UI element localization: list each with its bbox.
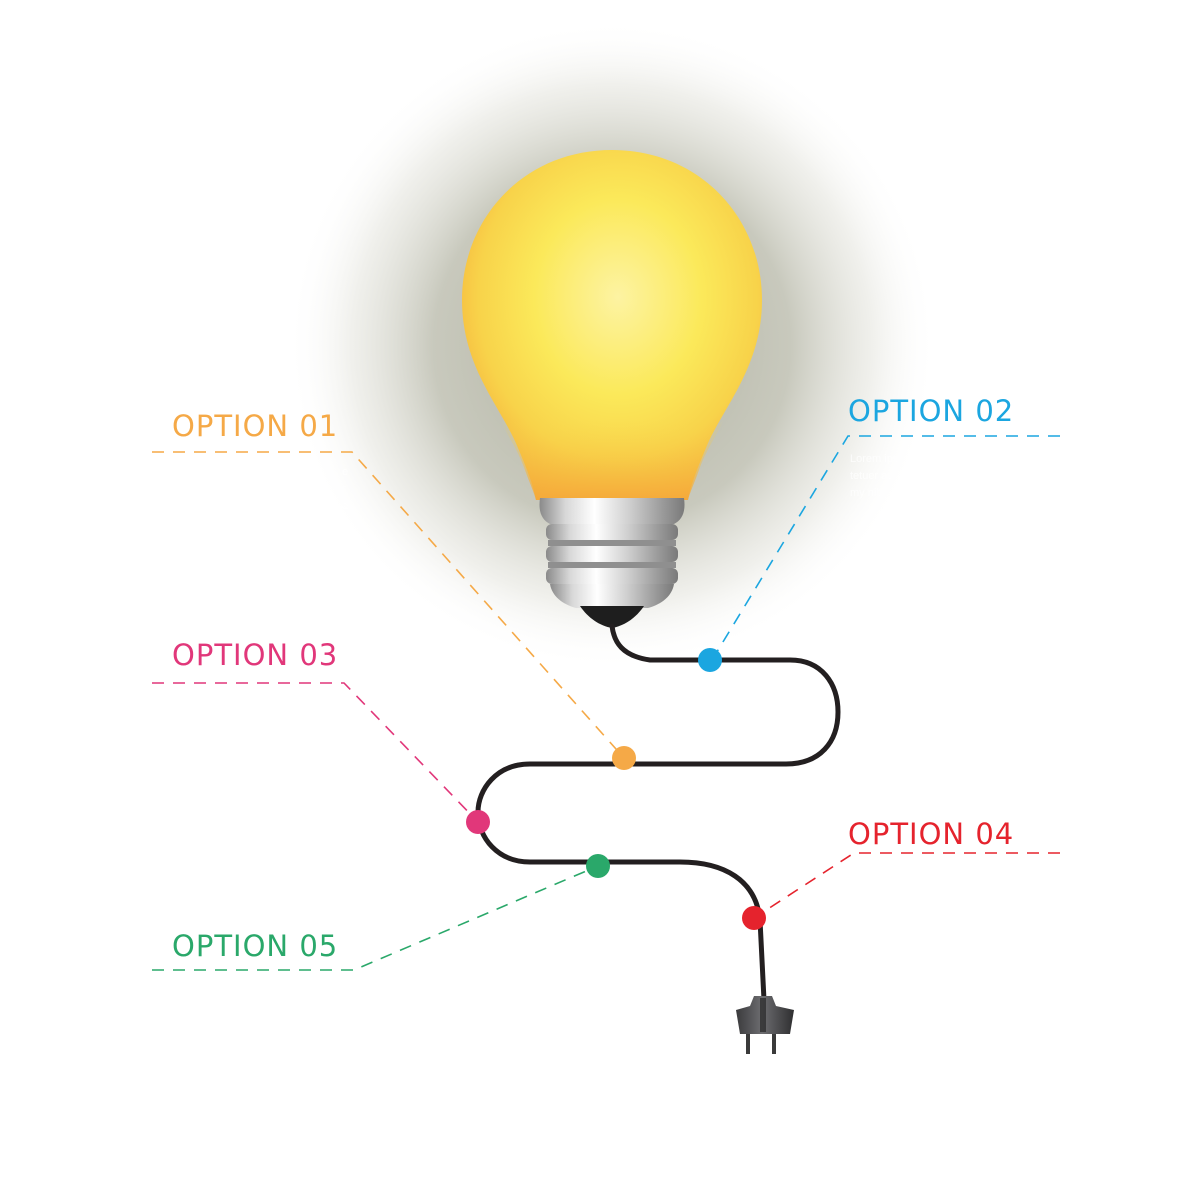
option-02-connector [711, 435, 1060, 661]
faint-line: r [342, 483, 346, 495]
option-05-label: OPTION 05 [172, 929, 338, 963]
power-plug [736, 996, 794, 1054]
option-03-label: OPTION 03 [172, 638, 338, 672]
option-01-connector [152, 451, 625, 759]
power-cord [475, 623, 841, 1003]
option-03-connector [152, 682, 479, 823]
bulb-screw-base [539, 498, 685, 628]
option-04-dot [742, 906, 766, 930]
faint-text-option-01: e r a [342, 466, 349, 512]
option-01-label: OPTION 01 [172, 409, 338, 443]
bulb-neck-shade [500, 420, 724, 500]
option-05-connector [152, 865, 599, 971]
faint-text-option-02: Lorem ips tetuer as my nib [850, 453, 899, 499]
option-04-label: OPTION 04 [848, 817, 1014, 851]
option-01-callout: OPTION 01 [152, 409, 636, 770]
faint-line: my nib [850, 487, 882, 499]
option-05-callout: OPTION 05 [152, 854, 610, 971]
option-01-dot [612, 746, 636, 770]
faint-line: tetuer as [850, 470, 893, 482]
option-02-label: OPTION 02 [848, 394, 1014, 428]
faint-line: Lorem ips [850, 453, 899, 465]
option-02-dot [698, 648, 722, 672]
option-02-callout: OPTION 02 [698, 394, 1060, 672]
option-05-dot [586, 854, 610, 878]
bulb-glass [462, 150, 762, 500]
option-04-callout: OPTION 04 [742, 817, 1060, 930]
faint-line: a [342, 500, 349, 512]
faint-line: e [342, 466, 348, 478]
option-03-callout: OPTION 03 [152, 638, 490, 834]
option-03-dot [466, 810, 490, 834]
option-04-connector [753, 852, 1060, 919]
